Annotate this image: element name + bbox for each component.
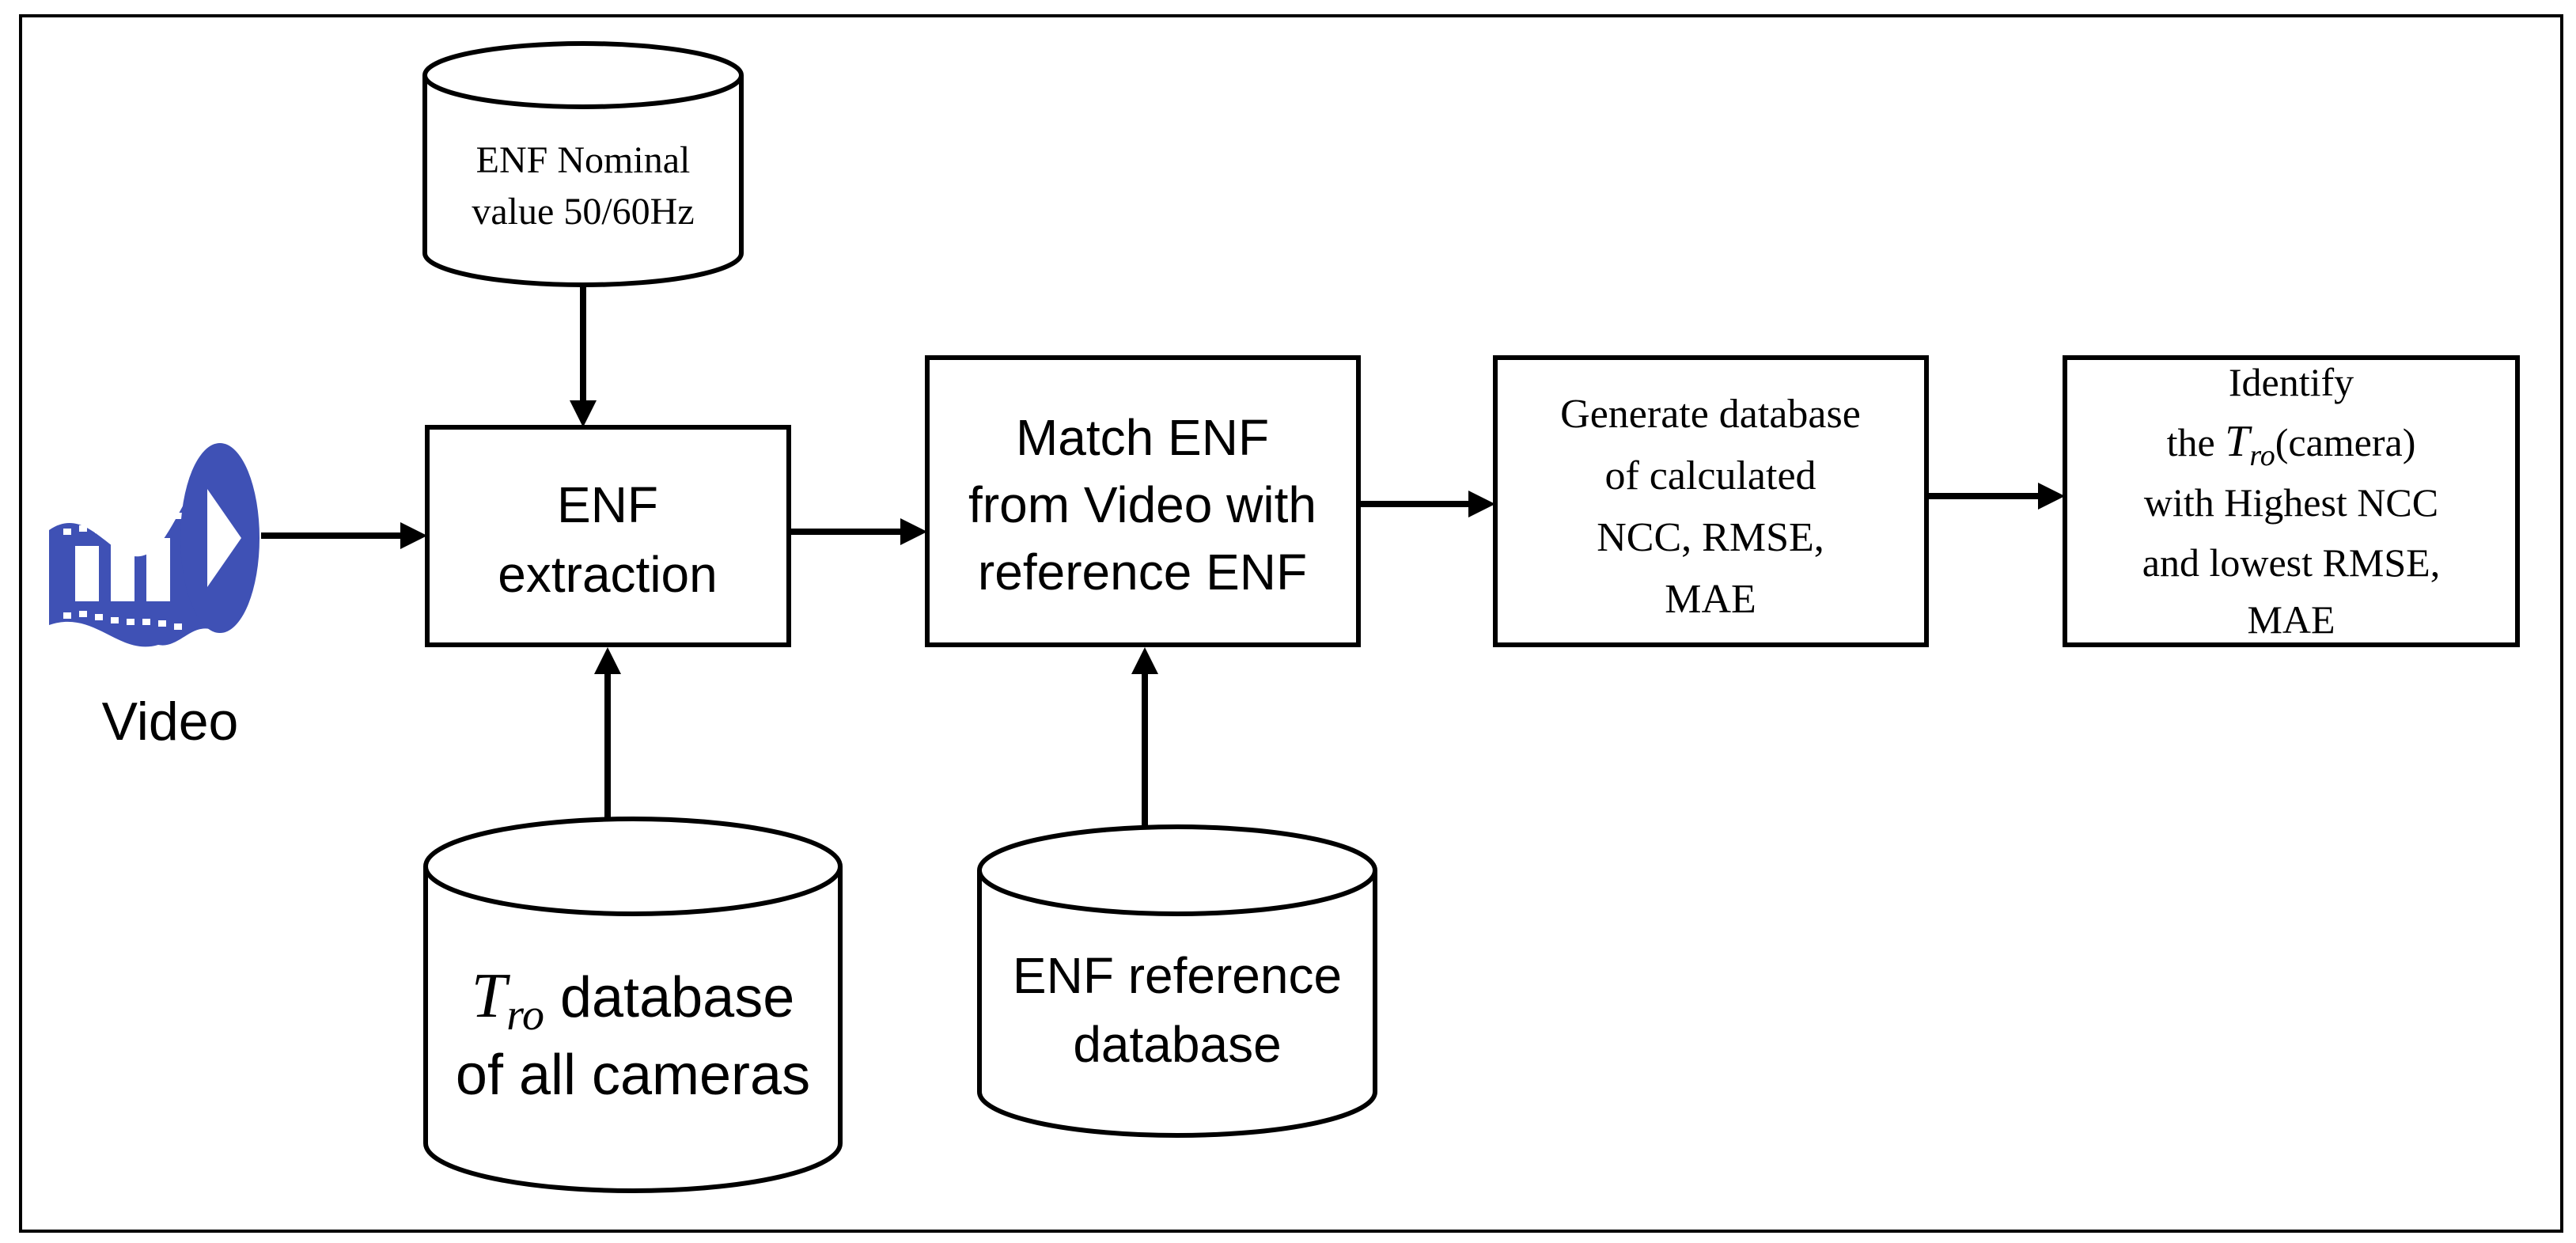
identify-tro-symbol: T [2225, 417, 2252, 466]
video-label: Video [102, 692, 239, 752]
tro-database-label-1: Tro database [472, 961, 794, 1040]
identify-label-2: the Tro(camera) [2167, 417, 2416, 472]
enf-reference-label-2: database [1073, 1016, 1281, 1073]
identify-tro-subscript: ro [2249, 439, 2275, 472]
identify-label-4: and lowest RMSE, [2142, 540, 2440, 585]
enf-extraction-label-1: ENF [557, 476, 658, 533]
enf-extraction-label-2: extraction [498, 546, 717, 603]
enf-reference-label-1: ENF reference [1013, 947, 1342, 1004]
generate-database-label-2: of calculated [1604, 453, 1816, 498]
enf-nominal-label-2: value 50/60Hz [472, 191, 694, 233]
identify-label-3: with Highest NCC [2144, 480, 2438, 525]
enf-nominal-label-1: ENF Nominal [476, 139, 691, 181]
identify-label-1: Identify [2229, 360, 2354, 404]
tro-database-word: database [544, 966, 794, 1029]
enf-reference-cylinder [977, 824, 1377, 1138]
arrow-extraction-to-match [791, 518, 927, 545]
match-enf-label-2: from Video with [968, 476, 1316, 533]
match-enf-label-1: Match ENF [1016, 409, 1269, 466]
identify-label-5: MAE [2247, 597, 2335, 642]
video-film-icon [49, 443, 259, 647]
tro-database-cylinder [423, 817, 843, 1193]
match-enf-box [925, 355, 1361, 647]
arrow-video-to-extraction [261, 522, 427, 549]
arrow-generate-to-identify [1929, 483, 2065, 510]
identify-the-word: the [2167, 420, 2226, 464]
arrow-nominal-to-extraction [570, 285, 597, 427]
arrow-tro-to-extraction [594, 647, 621, 820]
generate-database-box [1493, 355, 1929, 647]
match-enf-label-3: reference ENF [978, 544, 1307, 601]
generate-database-label-4: MAE [1665, 577, 1756, 622]
identify-camera-word: (camera) [2275, 420, 2416, 464]
generate-database-label-1: Generate database [1560, 392, 1861, 437]
tro-symbol: T [472, 961, 511, 1031]
identify-box [2063, 355, 2520, 647]
arrow-match-to-generate [1361, 491, 1495, 517]
enf-extraction-box [425, 425, 791, 647]
tro-symbol-subscript: ro [506, 991, 544, 1040]
tro-database-label-2: of all cameras [456, 1044, 810, 1107]
generate-database-label-3: NCC, RMSE, [1597, 515, 1824, 560]
arrow-reference-to-match [1131, 647, 1158, 825]
